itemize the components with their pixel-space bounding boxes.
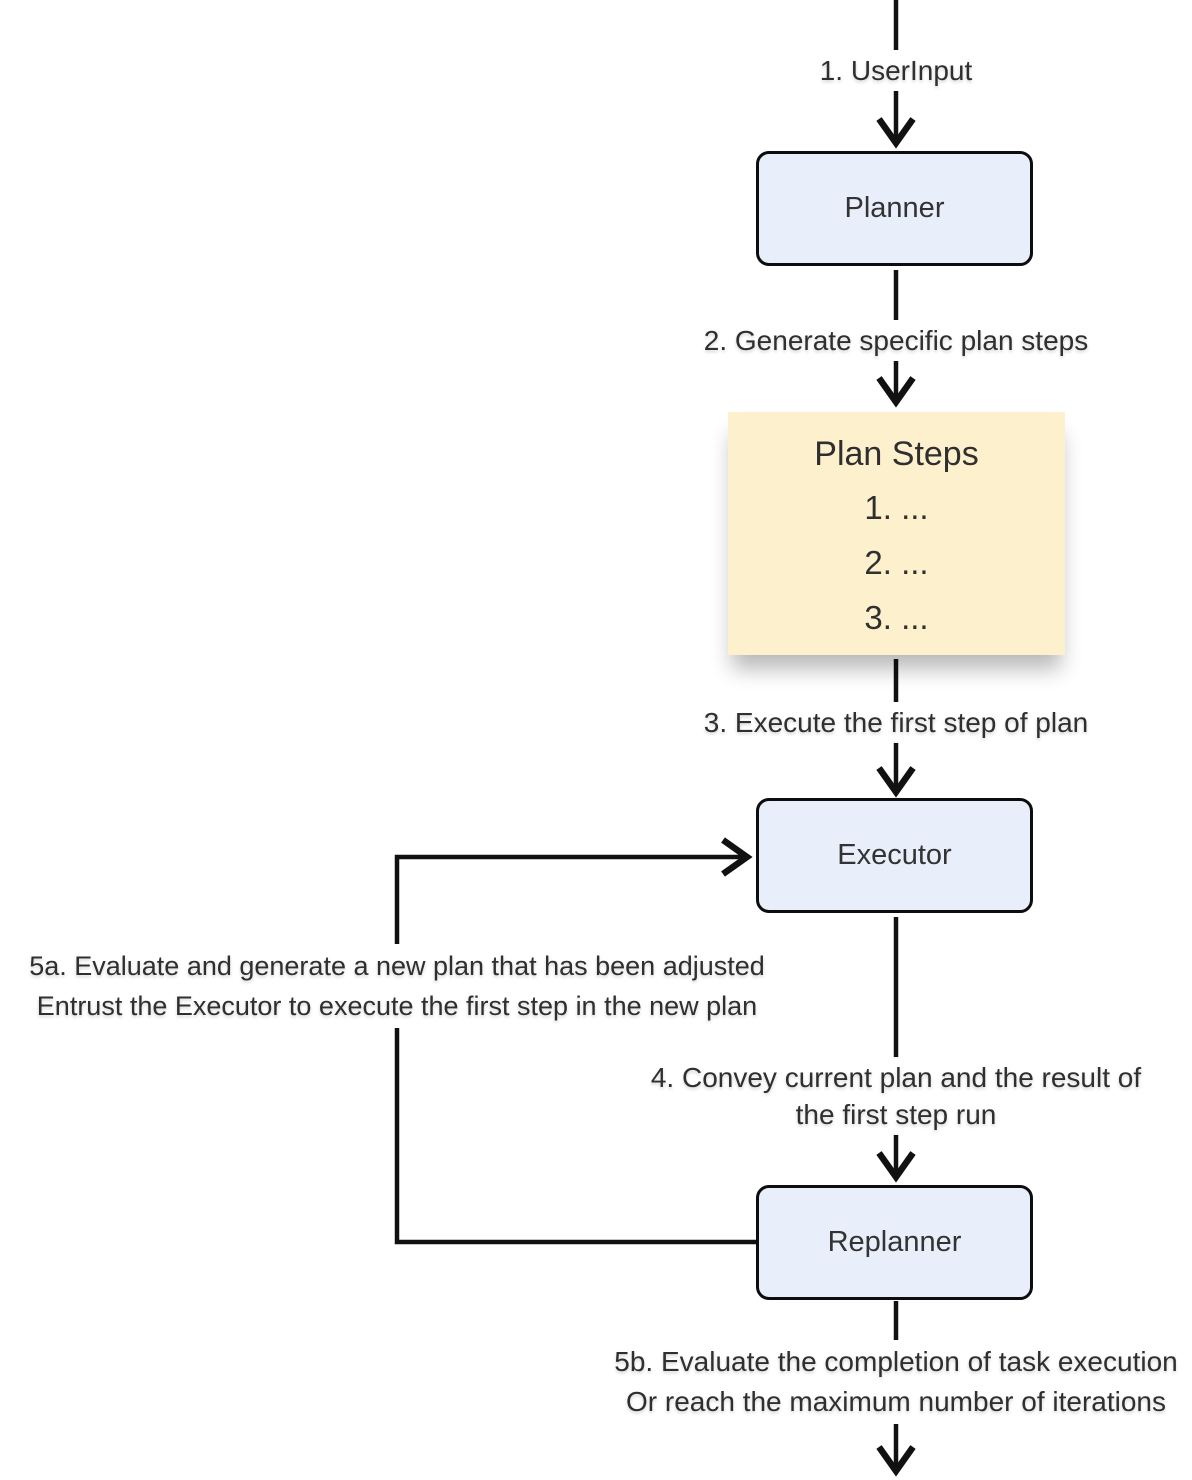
- edge-label-generate-plan: 2. Generate specific plan steps: [694, 320, 1098, 361]
- edge-convey-arrowhead: [876, 1151, 916, 1183]
- edge-label-userinput: 1. UserInput: [810, 50, 982, 91]
- plan-steps-item: 3. ...: [864, 599, 929, 636]
- edge-label-finish-line2: Or reach the maximum number of iteration…: [626, 1386, 1166, 1417]
- node-executor-label: Executor: [837, 839, 952, 871]
- edge-label-replan-line2: Entrust the Executor to execute the firs…: [36, 991, 758, 1021]
- edge-finish-arrowhead: [876, 1445, 916, 1477]
- edge-replan-loop-line: [394, 854, 757, 1245]
- node-plan-steps: Plan Steps 1. ... 2. ... 3. ...: [728, 412, 1065, 655]
- plan-steps-item: 1. ...: [864, 489, 929, 526]
- edge-label-finish-line1: 5b. Evaluate the completion of task exec…: [614, 1346, 1178, 1377]
- plan-steps-item: 2. ...: [864, 544, 929, 581]
- node-replanner: Replanner: [756, 1185, 1033, 1300]
- edge-label-replan-line1: 5a. Evaluate and generate a new plan tha…: [29, 951, 765, 981]
- node-executor: Executor: [756, 798, 1033, 913]
- node-replanner-label: Replanner: [827, 1226, 962, 1258]
- edge-generate-arrowhead: [876, 376, 916, 408]
- edge-label-convey-result: 4. Convey current plan and the result of…: [641, 1057, 1151, 1135]
- edge-label-convey-result-line1: 4. Convey current plan and the result of: [650, 1062, 1142, 1093]
- node-planner-label: Planner: [844, 192, 945, 224]
- edge-userinput-arrowhead: [876, 117, 916, 149]
- edge-label-convey-result-line2: the first step run: [795, 1099, 997, 1130]
- edge-label-replan: 5a. Evaluate and generate a new plan tha…: [20, 944, 774, 1028]
- edge-label-execute-first-step: 3. Execute the first step of plan: [694, 702, 1098, 743]
- node-planner: Planner: [756, 151, 1033, 266]
- edge-replan-loop-arrowhead: [721, 837, 753, 877]
- plan-steps-title: Plan Steps: [814, 435, 979, 473]
- edge-execute-arrowhead: [876, 766, 916, 798]
- edge-label-finish: 5b. Evaluate the completion of task exec…: [605, 1340, 1187, 1424]
